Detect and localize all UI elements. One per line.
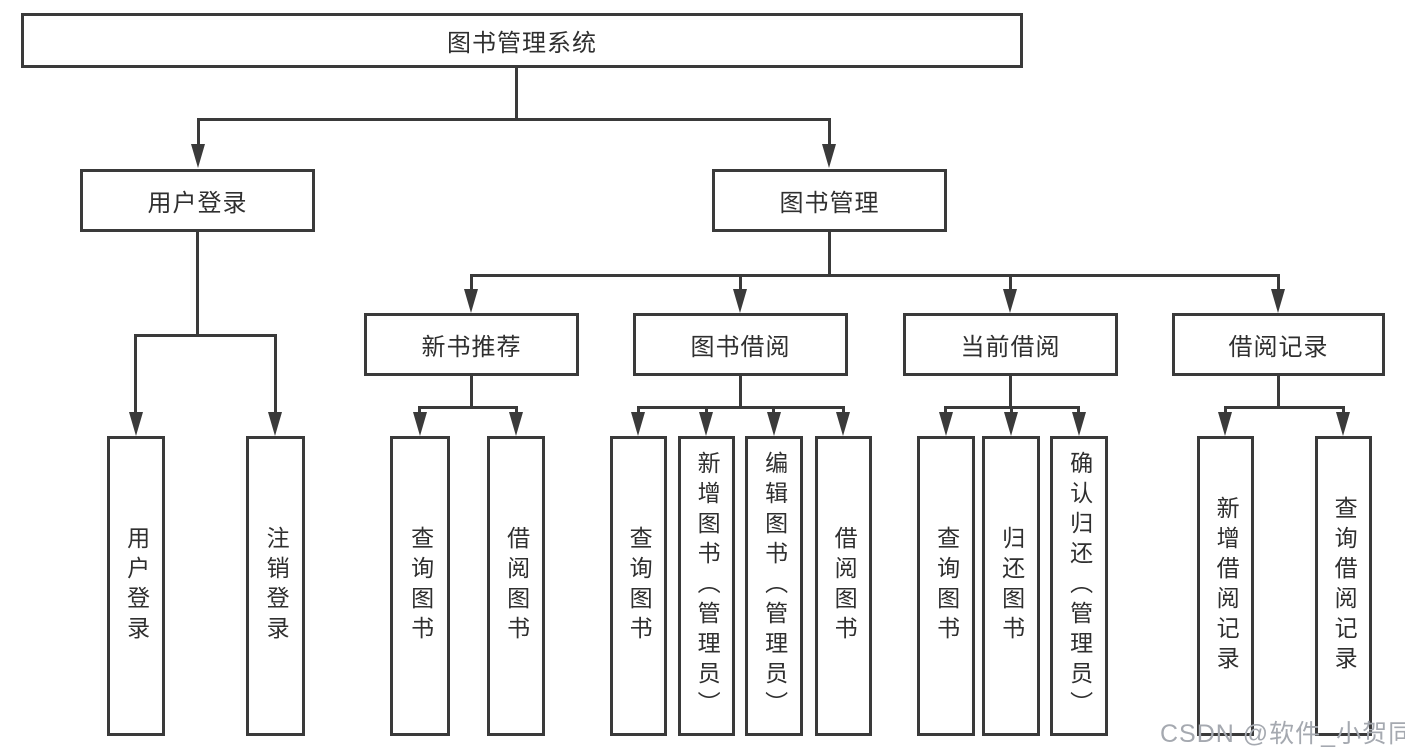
node-root-label: 图书管理系统 [447,30,597,57]
leaf-query-record: 查询借阅记录 [1315,436,1372,736]
leaf-add-book: 新增图书（管理员） [678,436,735,736]
leaf-borrow-book-2: 借阅图书 [815,436,872,736]
node-book-borrowing-label: 图书借阅 [690,334,791,361]
connector-vertical [828,232,831,277]
leaf-logout: 注销登录 [246,436,305,736]
arrow-down-icon [191,144,205,168]
arrow-down-icon [1271,289,1285,313]
leaf-return-book-label: 归还图书 [998,526,1025,646]
connector-horizontal [1224,406,1345,409]
arrow-down-icon [129,412,143,436]
leaf-query-book-2-label: 查询图书 [626,526,653,646]
connector-vertical [134,334,137,416]
node-user-login-group: 用户登录 [80,169,315,232]
arrow-down-icon [1003,289,1017,313]
connector-vertical [828,118,831,150]
arrow-down-icon [836,412,850,436]
leaf-logout-label: 注销登录 [263,526,290,646]
arrow-down-icon [268,412,282,436]
connector-vertical [196,232,199,337]
arrow-down-icon [1004,412,1018,436]
leaf-add-record: 新增借阅记录 [1197,436,1254,736]
leaf-confirm-return: 确认归还（管理员） [1050,436,1108,736]
connector-vertical [1277,376,1280,408]
leaf-borrow-book-1: 借阅图书 [487,436,545,736]
leaf-borrow-book-2-label: 借阅图书 [831,526,858,646]
node-book-borrowing: 图书借阅 [633,313,848,376]
node-borrowing-records-label: 借阅记录 [1228,334,1329,361]
connector-vertical [515,68,518,120]
leaf-edit-book: 编辑图书（管理员） [745,436,803,736]
node-new-book-recommendation-label: 新书推荐 [421,334,522,361]
node-borrowing-records: 借阅记录 [1172,313,1385,376]
leaf-user-login-label: 用户登录 [123,526,150,646]
arrow-down-icon [1218,412,1232,436]
leaf-return-book: 归还图书 [982,436,1040,736]
leaf-borrow-book-1-label: 借阅图书 [503,526,530,646]
leaf-query-book-2: 查询图书 [610,436,667,736]
connector-horizontal [637,406,845,409]
connector-vertical [470,376,473,408]
connector-vertical [274,334,277,416]
leaf-user-login: 用户登录 [107,436,165,736]
leaf-confirm-return-label: 确认归还（管理员） [1066,451,1093,721]
connector-horizontal [470,274,1280,277]
node-root: 图书管理系统 [21,13,1023,68]
connector-vertical [739,274,742,292]
connector-horizontal [134,334,277,337]
node-book-management-label: 图书管理 [779,190,880,217]
node-new-book-recommendation: 新书推荐 [364,313,579,376]
connector-vertical [1009,274,1012,292]
leaf-query-record-label: 查询借阅记录 [1331,496,1358,676]
connector-vertical [1009,376,1012,408]
leaf-add-record-label: 新增借阅记录 [1213,496,1240,676]
connector-horizontal [197,118,831,121]
arrow-down-icon [939,412,953,436]
node-current-borrowing: 当前借阅 [903,313,1118,376]
connector-vertical [470,274,473,292]
arrow-down-icon [1336,412,1350,436]
leaf-query-book-1: 查询图书 [390,436,450,736]
leaf-edit-book-label: 编辑图书（管理员） [761,451,788,721]
node-book-management: 图书管理 [712,169,947,232]
connector-vertical [739,376,742,408]
connector-horizontal [418,406,518,409]
arrow-down-icon [1072,412,1086,436]
connector-vertical [197,118,200,150]
arrow-down-icon [699,412,713,436]
arrow-down-icon [822,144,836,168]
leaf-query-book-3: 查询图书 [917,436,975,736]
connector-vertical [1277,274,1280,292]
arrow-down-icon [767,412,781,436]
csdn-watermark: CSDN @软件_小贺同学 [1160,720,1405,748]
node-user-login-group-label: 用户登录 [147,190,248,217]
arrow-down-icon [509,412,523,436]
arrow-down-icon [631,412,645,436]
node-current-borrowing-label: 当前借阅 [960,334,1061,361]
arrow-down-icon [464,289,478,313]
leaf-query-book-1-label: 查询图书 [407,526,434,646]
leaf-add-book-label: 新增图书（管理员） [694,451,721,721]
arrow-down-icon [733,289,747,313]
arrow-down-icon [413,412,427,436]
leaf-query-book-3-label: 查询图书 [933,526,960,646]
